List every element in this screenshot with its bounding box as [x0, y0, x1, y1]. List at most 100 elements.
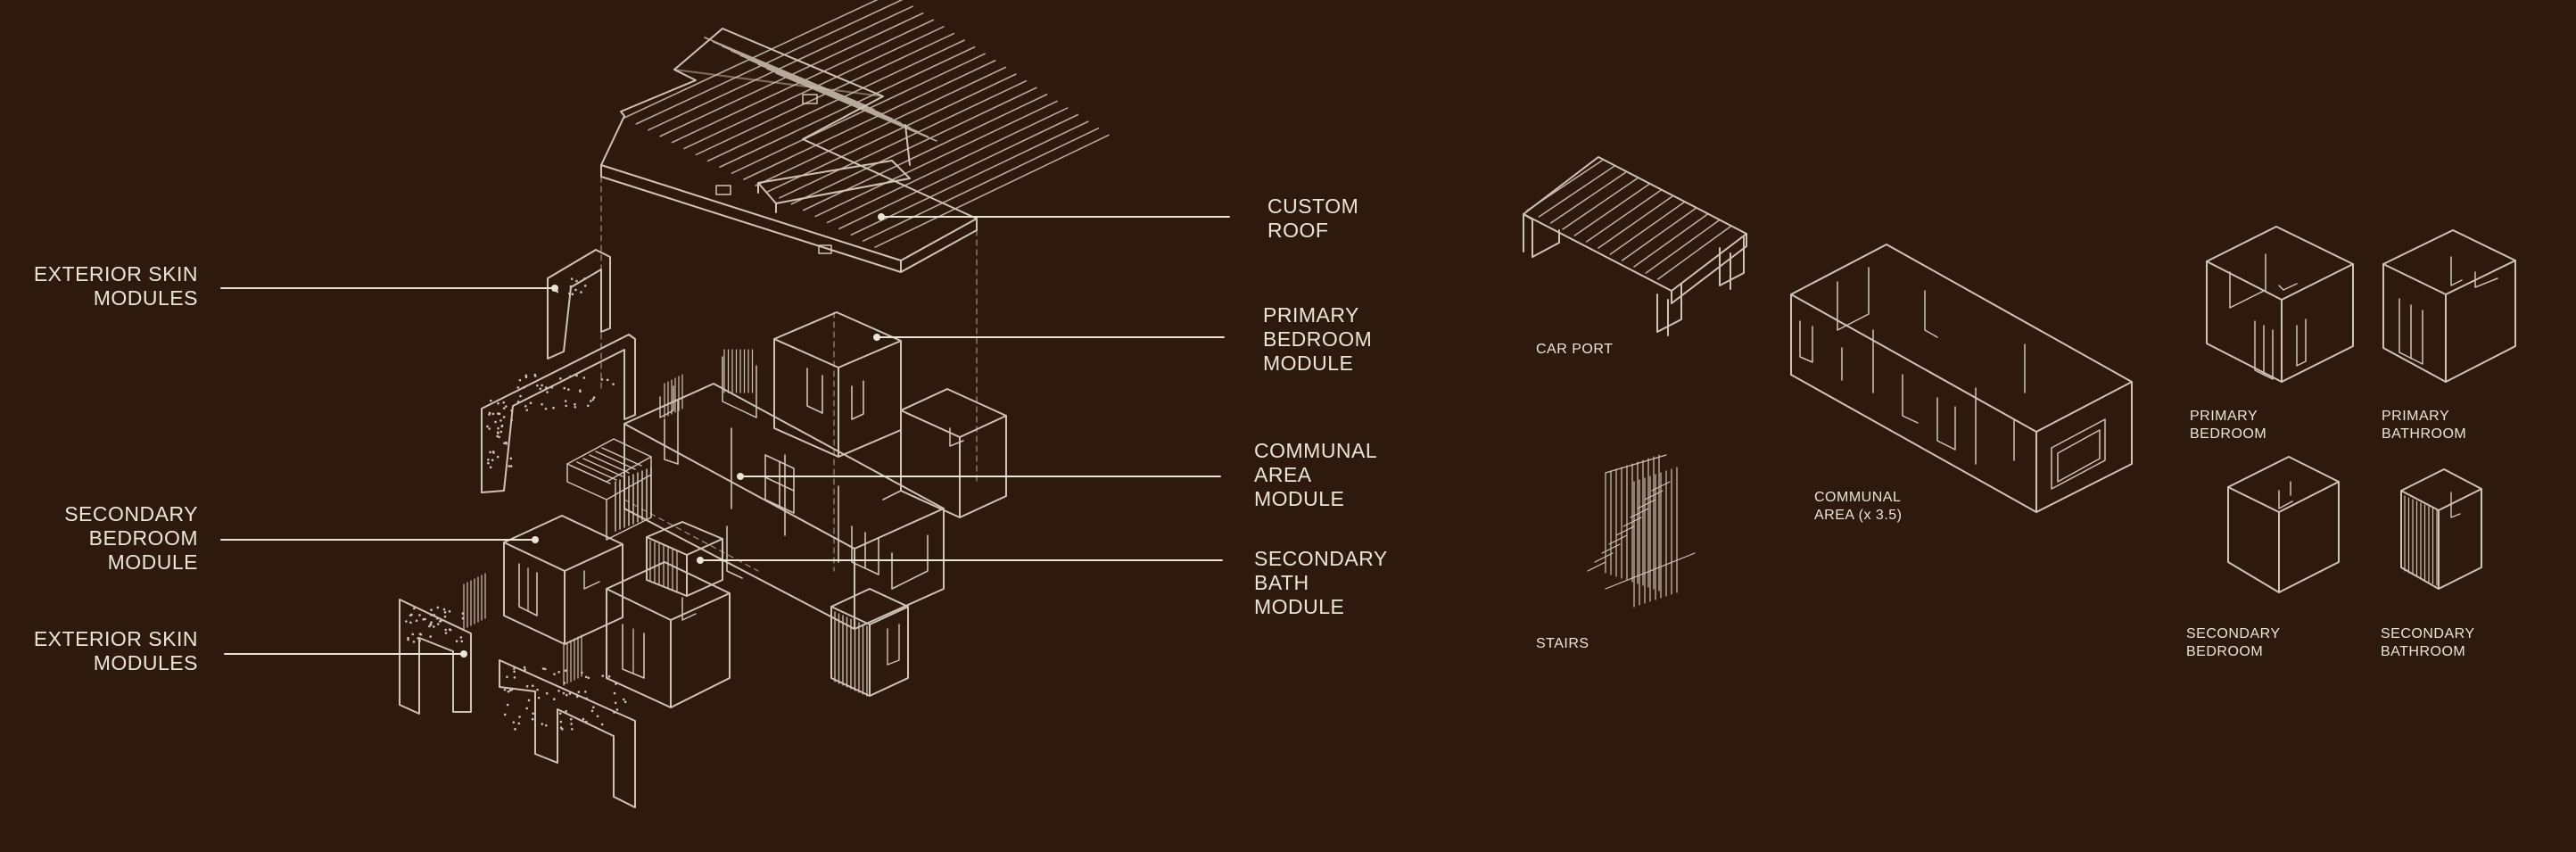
label-line: EXTERIOR SKIN: [33, 262, 198, 285]
secondary-bedroom-module: [503, 515, 623, 645]
perforation: [415, 619, 418, 623]
perforation: [433, 614, 436, 616]
perforation: [559, 720, 563, 724]
perforation: [565, 709, 567, 713]
roof-batten: [838, 113, 1079, 230]
perforation: [510, 418, 513, 422]
perforation: [508, 689, 512, 692]
roof-batten: [779, 79, 1028, 199]
perforation: [424, 617, 426, 621]
perforation: [591, 398, 595, 401]
perforation: [443, 615, 447, 618]
perforation: [546, 391, 549, 393]
perforation: [592, 706, 595, 709]
perforation: [580, 291, 582, 294]
perforation: [568, 375, 572, 378]
perforation: [543, 667, 547, 671]
perforation: [541, 723, 544, 725]
perforation: [568, 292, 571, 295]
perforation: [496, 434, 499, 438]
perforation: [503, 688, 507, 691]
key-label-stairs: STAIRS: [1536, 635, 1589, 653]
perforation: [428, 625, 431, 628]
carport-batten: [1585, 189, 1662, 243]
perforation: [537, 696, 541, 699]
perforation: [533, 373, 537, 376]
label-line: PRIMARY: [1263, 303, 1359, 327]
perforation: [524, 668, 526, 671]
roof-batten: [775, 72, 937, 142]
perforation: [536, 384, 539, 387]
carport-batten: [1645, 219, 1721, 274]
label-secondary-bath: SECONDARY BATH MODULE: [1254, 547, 1388, 619]
perforation: [503, 713, 507, 716]
label-line: SECONDARY: [2381, 626, 2475, 641]
perforation: [571, 727, 574, 731]
roof-batten: [814, 100, 1058, 218]
stair-tread: [1651, 481, 1671, 492]
perforation: [459, 636, 463, 639]
perforation: [614, 701, 617, 705]
perforation: [435, 616, 439, 620]
perforation: [517, 722, 521, 725]
perforation: [590, 709, 594, 713]
perforation: [565, 404, 568, 408]
perforation: [575, 693, 579, 697]
perforation: [491, 451, 495, 453]
roof-slat: [570, 465, 611, 484]
side-service-module: [900, 388, 1007, 518]
roof-batten: [790, 87, 1037, 205]
label-line: BATH: [1254, 571, 1309, 594]
perforation: [539, 387, 542, 391]
label-line: SECONDARY: [2186, 626, 2281, 641]
perforation: [502, 416, 506, 418]
perforation: [585, 720, 588, 724]
perforation: [418, 614, 421, 616]
secondary-bath-module: [606, 561, 731, 708]
label-line: BATHROOM: [2382, 426, 2467, 442]
perforation: [489, 451, 491, 454]
stair-tread: [1622, 517, 1642, 527]
perforation: [518, 378, 522, 382]
perforation: [498, 435, 501, 439]
perforation: [558, 712, 562, 716]
perforation: [422, 617, 425, 621]
roof-batten: [719, 45, 976, 169]
perforation: [544, 724, 548, 727]
perforation: [489, 399, 492, 402]
carport-batten: [1526, 160, 1603, 211]
perforation: [429, 635, 433, 638]
perforation: [524, 376, 528, 379]
perforation: [601, 674, 604, 677]
perforation: [436, 606, 440, 609]
roof-batten: [874, 134, 1110, 248]
stair-edge: [1605, 454, 1667, 474]
perforation: [514, 728, 516, 731]
perforation: [430, 608, 433, 611]
perforation: [544, 386, 548, 389]
perforation: [448, 609, 451, 613]
secondary-bedroom-component: [2227, 456, 2340, 593]
carport-batten: [1573, 183, 1650, 236]
exterior-skin-top: [481, 249, 757, 493]
stair-tread: [1608, 534, 1628, 545]
key-label-secondary-bedroom: SECONDARY BEDROOM: [2186, 625, 2281, 661]
perforation: [516, 386, 520, 389]
perforation: [513, 676, 516, 679]
perforation: [575, 695, 579, 699]
carport-batten: [1598, 195, 1673, 249]
key-label-primary-bedroom: PRIMARY BEDROOM: [2190, 408, 2266, 443]
primary-bedroom-component: [2206, 226, 2354, 383]
stair-tread: [1630, 508, 1649, 518]
perforation: [544, 407, 548, 410]
perforation: [518, 716, 521, 718]
label-line: PRIMARY: [2190, 409, 2258, 424]
label-line: CUSTOM: [1267, 194, 1359, 218]
perforation: [413, 607, 416, 610]
perforation: [606, 378, 609, 382]
perforation: [502, 407, 506, 409]
perforation: [431, 614, 434, 616]
perforation: [500, 430, 503, 434]
perforation: [623, 700, 627, 704]
